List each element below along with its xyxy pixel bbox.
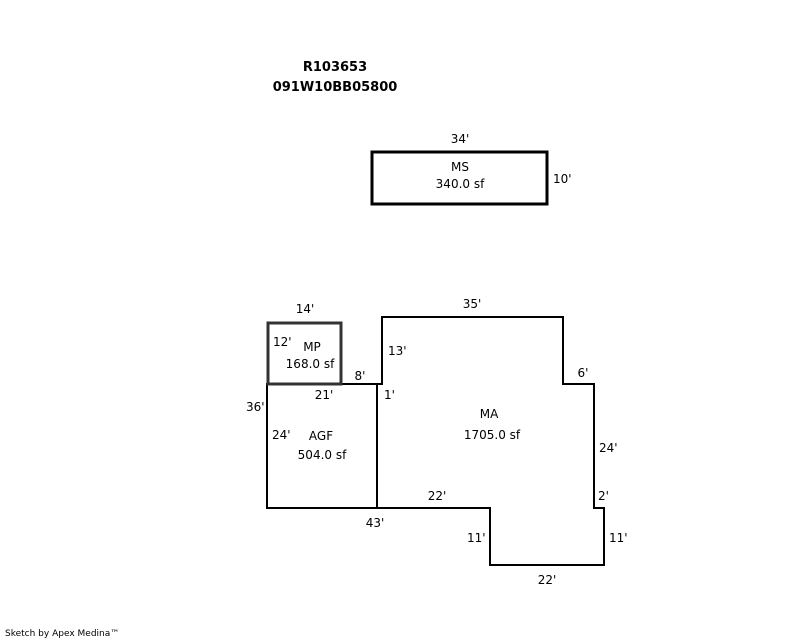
dim-label: 22' (428, 489, 447, 503)
area-code-ma: MA (480, 407, 499, 421)
dim-label: 24' (599, 441, 618, 455)
footer-credit: Sketch by Apex Medina™ (5, 629, 119, 639)
dim-label: 13' (388, 344, 407, 358)
area-ma-outline (376, 316, 605, 566)
dim-label: 34' (451, 132, 470, 146)
area-code-ms: MS (451, 160, 469, 174)
area-code-mp: MP (303, 340, 321, 354)
area-agf-outline (266, 383, 378, 509)
area-code-agf: AGF (309, 429, 333, 443)
area-ms-outline (370, 150, 549, 206)
area-size-ma: 1705.0 sf (464, 428, 521, 442)
dim-label: 35' (463, 297, 482, 311)
dim-label: 6' (578, 366, 589, 380)
account-number: R103653 (303, 60, 367, 75)
area-size-mp: 168.0 sf (286, 357, 335, 371)
dim-label: 11' (609, 531, 628, 545)
dim-label: 24' (272, 428, 291, 442)
map-number: 091W10BB05800 (273, 80, 398, 95)
area-size-agf: 504.0 sf (298, 448, 347, 462)
area-size-ms: 340.0 sf (436, 177, 485, 191)
dim-label: 12' (273, 335, 292, 349)
dim-label: 2' (598, 489, 609, 503)
dim-label: 8' (355, 369, 366, 383)
dim-label: 1' (384, 388, 395, 402)
dim-label: 36' (246, 400, 265, 414)
dim-label: 43' (366, 516, 385, 530)
area-mp-outline (266, 321, 343, 386)
dim-label: 21' (315, 388, 334, 402)
dim-label: 22' (538, 573, 557, 587)
dim-label: 14' (296, 302, 315, 316)
dim-label: 11' (467, 531, 486, 545)
dim-label: 10' (553, 172, 572, 186)
